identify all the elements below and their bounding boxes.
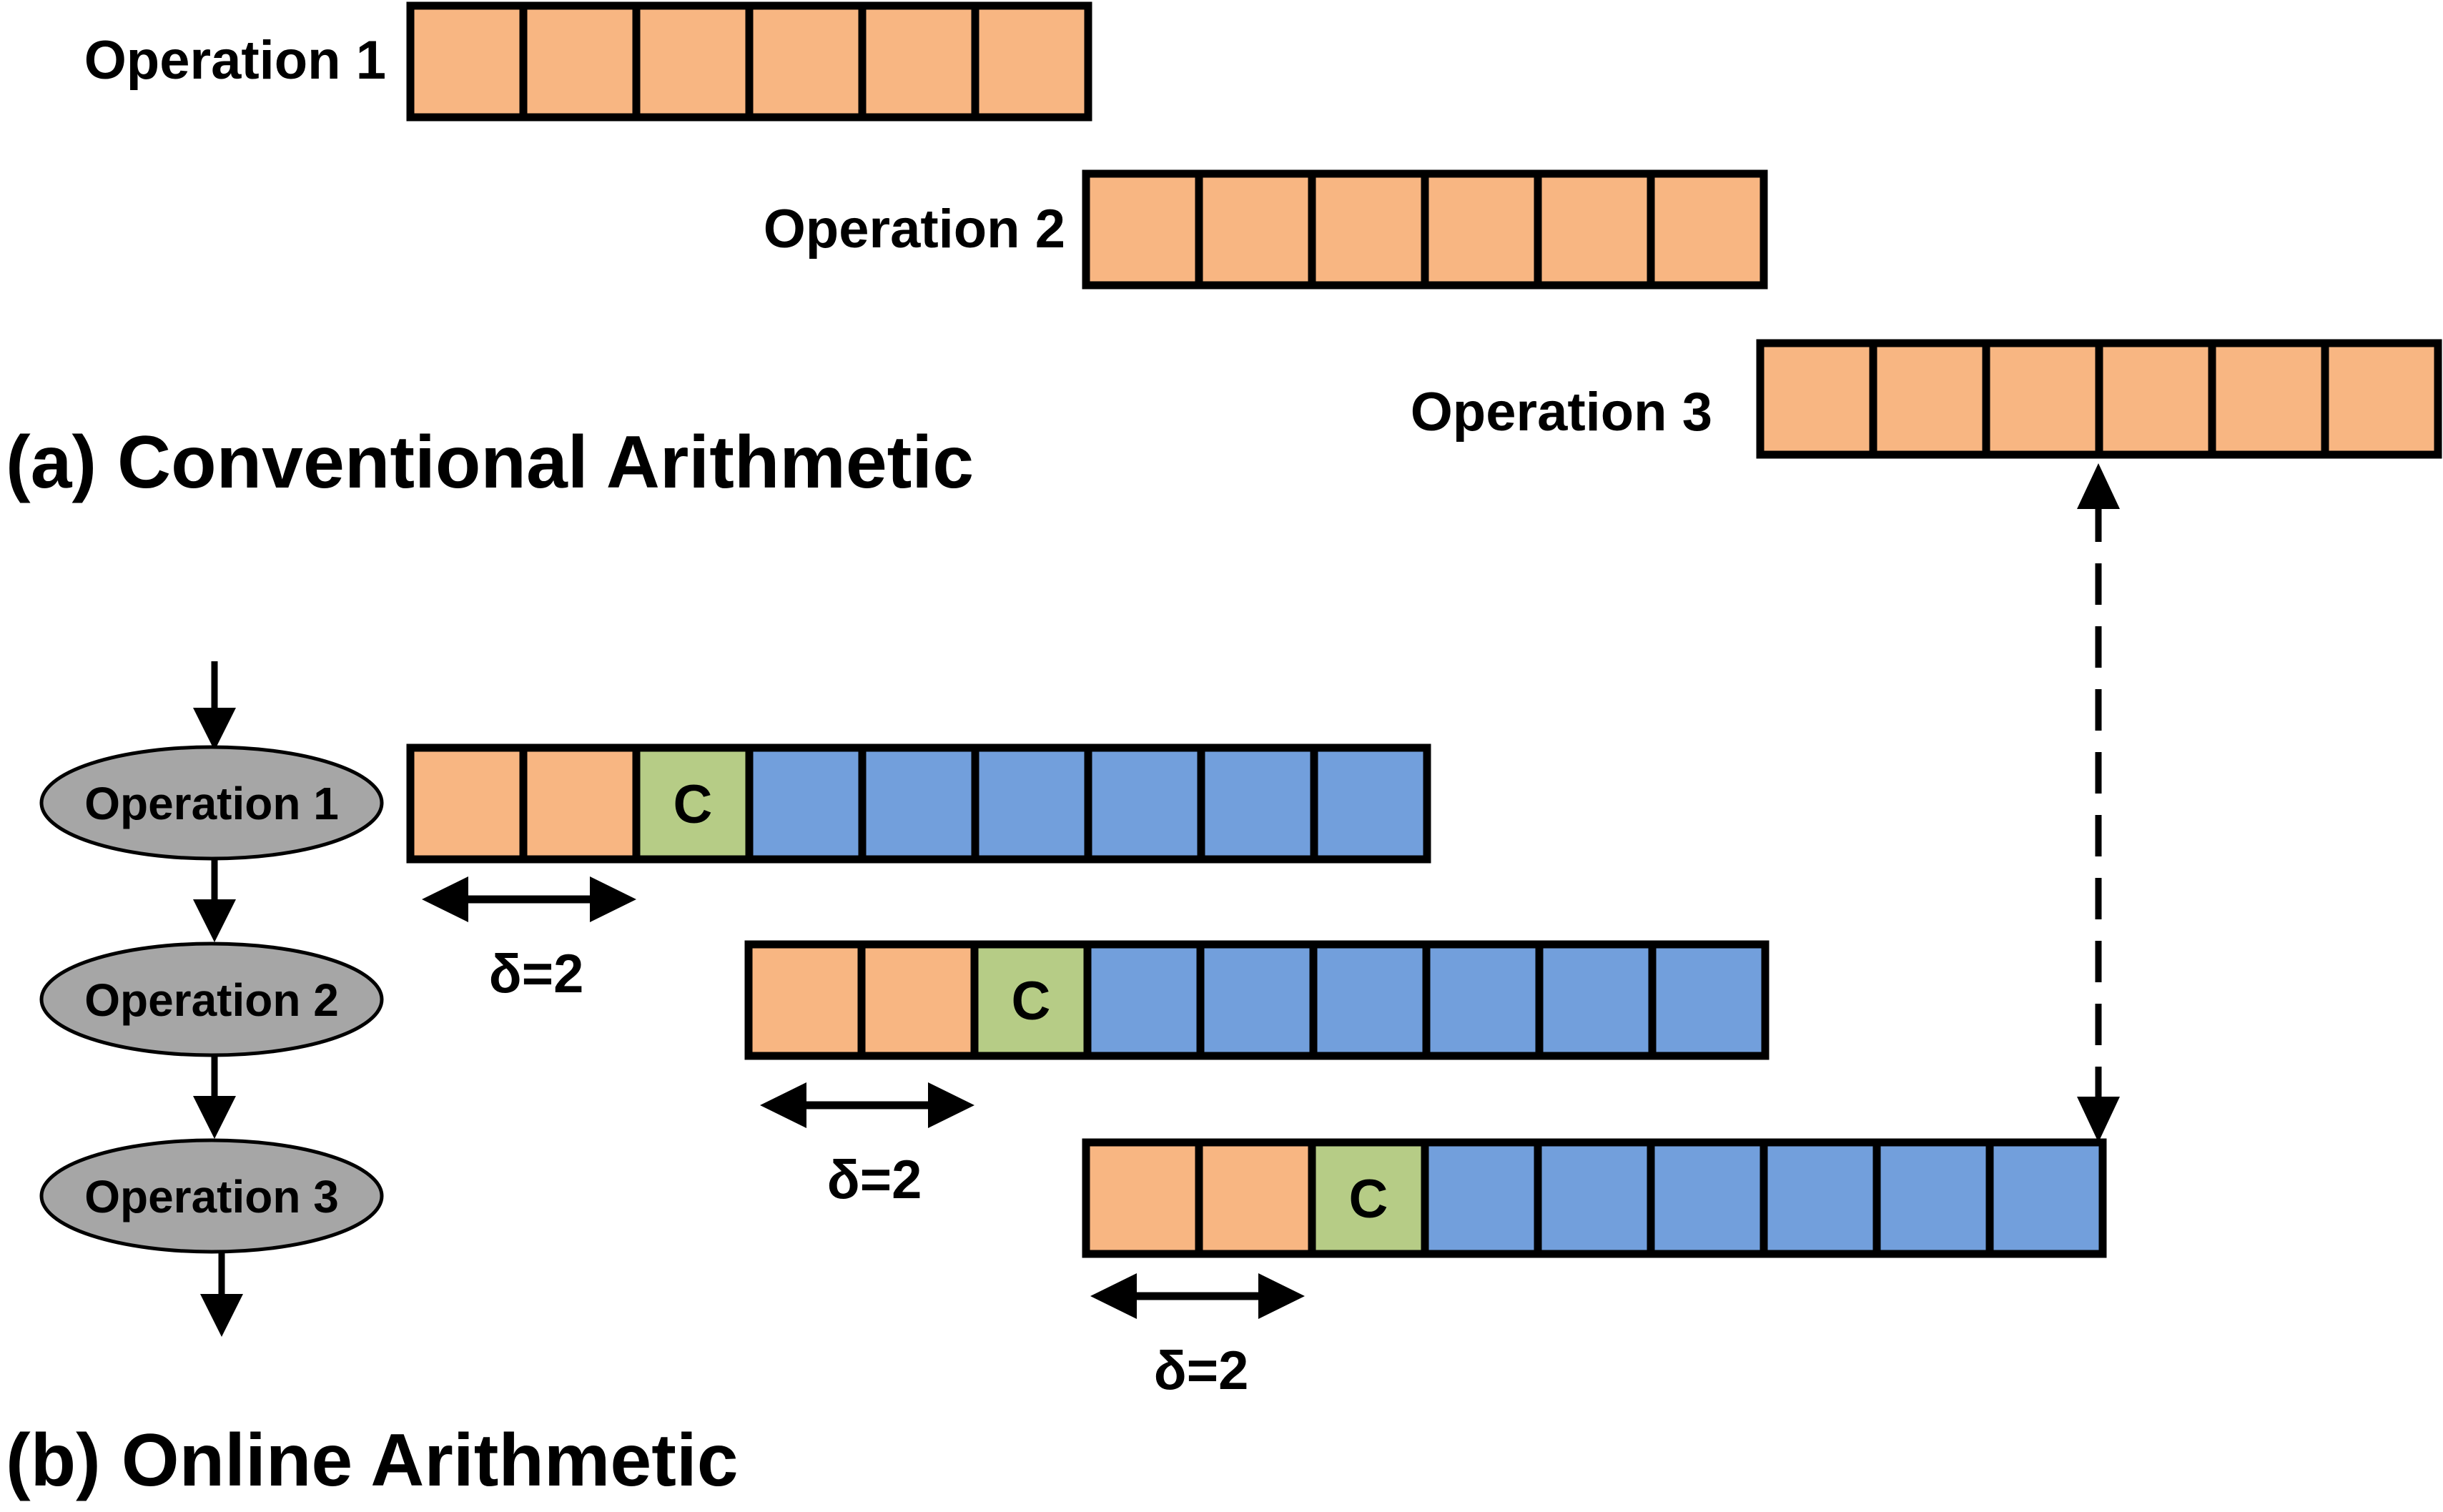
flow-arrow-head xyxy=(200,1294,243,1337)
conventional-section: Operation 1 Operation 2 Operation 3 (a) … xyxy=(6,1,2442,504)
online-section: Operation 1 Operation 2 Operation 3 C C … xyxy=(6,661,2107,1502)
node-operation-3 xyxy=(39,1138,384,1254)
conventional-cell xyxy=(632,1,754,122)
online-head-cell xyxy=(519,743,641,864)
conventional-cell xyxy=(1647,169,1768,290)
online-head-cell xyxy=(406,743,528,864)
conventional-cell xyxy=(1421,169,1542,290)
flow-arrow-head xyxy=(193,1096,236,1139)
online-title: (b) Online Arithmetic xyxy=(6,1419,739,1502)
online-tail-cell xyxy=(1083,940,1205,1060)
flow-arrow-head xyxy=(193,708,236,751)
online-tail-cell xyxy=(1872,1138,1994,1258)
online-head-cell xyxy=(857,940,979,1060)
conventional-cell xyxy=(2208,339,2329,459)
carry-cell-label: C xyxy=(673,774,713,835)
online-tail-cell xyxy=(745,743,867,864)
carry-cell xyxy=(632,743,754,864)
conventional-cell xyxy=(1982,339,2103,459)
online-delta-1: δ=2 xyxy=(422,876,636,1004)
online-tail-cell xyxy=(1084,743,1205,864)
conventional-cell xyxy=(858,1,979,122)
online-tail-cell xyxy=(1421,1138,1542,1258)
conventional-cell xyxy=(745,1,867,122)
conventional-cell xyxy=(2095,339,2216,459)
conventional-cell xyxy=(406,1,528,122)
online-op-1-bar: C xyxy=(406,743,1431,864)
operation-flow-chain: Operation 1 Operation 2 Operation 3 xyxy=(39,661,384,1337)
online-tail-cell xyxy=(1985,1138,2107,1258)
arrow-up-head xyxy=(2077,463,2120,509)
conventional-cell xyxy=(1869,339,1990,459)
online-tail-cell xyxy=(1535,940,1657,1060)
online-delta-2-label: δ=2 xyxy=(827,1150,922,1210)
carry-cell-label: C xyxy=(1349,1169,1388,1230)
delta-arrow-left-head xyxy=(760,1082,806,1128)
online-head-cell xyxy=(1195,1138,1316,1258)
arrow-down-head xyxy=(2077,1097,2120,1142)
conventional-cell xyxy=(1195,169,1316,290)
carry-cell xyxy=(1308,1138,1429,1258)
conventional-cell xyxy=(1082,169,1203,290)
conventional-op-2-label: Operation 2 xyxy=(764,199,1065,260)
online-op-2-bar: C xyxy=(744,940,1770,1060)
conventional-title: (a) Conventional Arithmetic xyxy=(6,421,974,504)
conventional-cell xyxy=(1534,169,1655,290)
delta-arrow-right-head xyxy=(928,1082,974,1128)
online-delta-1-label: δ=2 xyxy=(489,944,584,1004)
online-op-3-bar: C xyxy=(1082,1138,2107,1258)
online-tail-cell xyxy=(1310,743,1431,864)
conventional-cell xyxy=(1756,339,1877,459)
node-operation-3-label: Operation 3 xyxy=(84,1171,339,1222)
online-delta-3-label: δ=2 xyxy=(1154,1340,1249,1401)
conventional-op-1-label: Operation 1 xyxy=(84,30,386,91)
online-tail-cell xyxy=(858,743,979,864)
conventional-cell xyxy=(519,1,641,122)
node-operation-2-label: Operation 2 xyxy=(84,974,339,1026)
conventional-op-3-label: Operation 3 xyxy=(1411,382,1712,443)
conventional-op-2-bar xyxy=(1082,169,1768,290)
online-tail-cell xyxy=(1196,940,1318,1060)
online-tail-cell xyxy=(1197,743,1318,864)
online-head-cell xyxy=(1082,1138,1203,1258)
online-tail-cell xyxy=(1647,1138,1768,1258)
flow-arrow-head xyxy=(193,899,236,942)
online-tail-cell xyxy=(1534,1138,1655,1258)
conventional-cell xyxy=(1308,169,1429,290)
online-tail-cell xyxy=(1648,940,1770,1060)
delta-arrow-right-head xyxy=(590,876,636,922)
conventional-cell xyxy=(2321,339,2442,459)
online-head-cell xyxy=(744,940,866,1060)
node-operation-1-label: Operation 1 xyxy=(84,778,339,829)
conventional-cell xyxy=(971,1,1092,122)
online-delta-2: δ=2 xyxy=(760,1082,974,1210)
online-tail-cell xyxy=(971,743,1092,864)
delta-arrow-right-head xyxy=(1258,1273,1305,1319)
conventional-op-1-bar xyxy=(406,1,1092,122)
delta-arrow-left-head xyxy=(422,876,468,922)
carry-cell-label: C xyxy=(1012,971,1051,1032)
delta-arrow-left-head xyxy=(1090,1273,1137,1319)
online-tail-cell xyxy=(1760,1138,1881,1258)
online-tail-cell xyxy=(1309,940,1431,1060)
conventional-op-3-bar xyxy=(1756,339,2442,459)
latency-comparison-arrow xyxy=(2077,463,2120,1142)
online-tail-cell xyxy=(1422,940,1544,1060)
online-delta-3: δ=2 xyxy=(1090,1273,1305,1401)
